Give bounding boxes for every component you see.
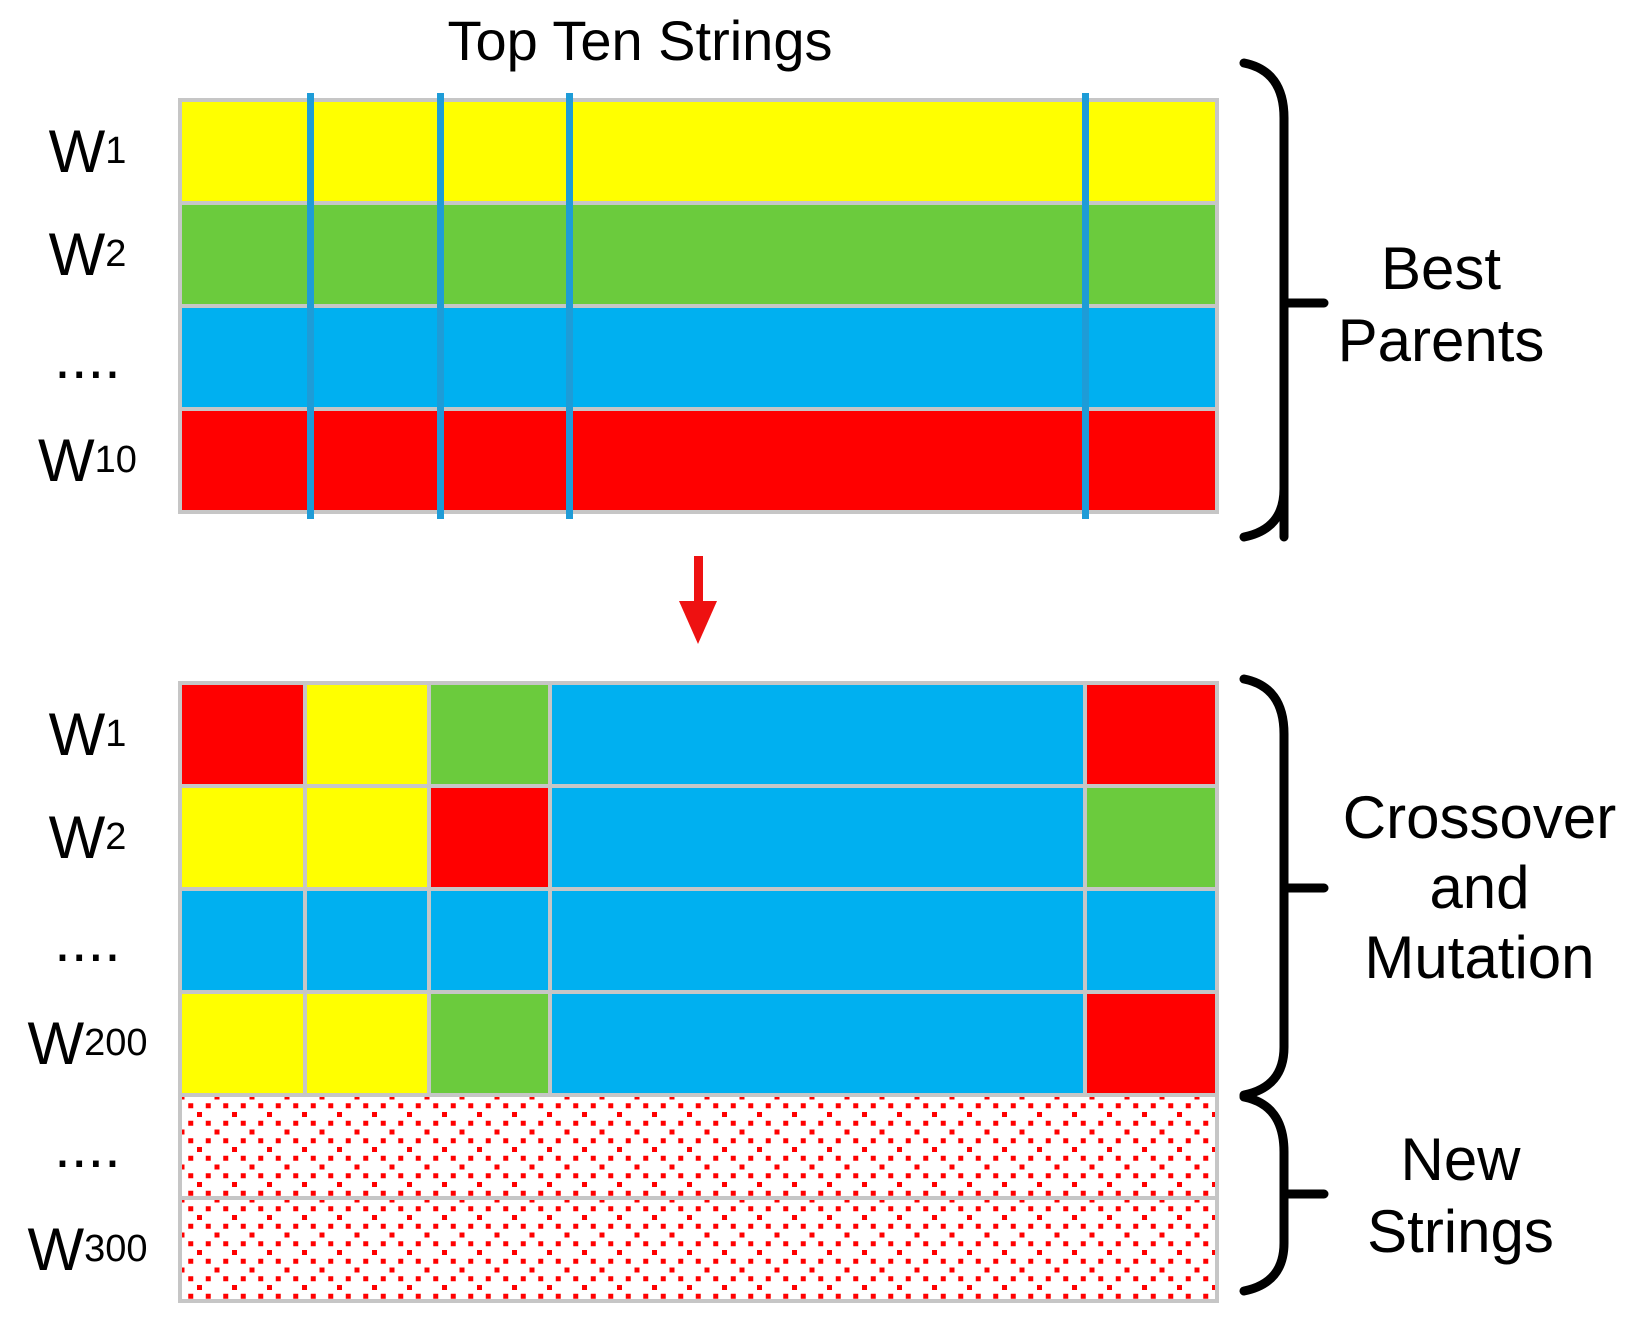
parent-row-w2 [182,205,1215,304]
gene-segment [552,891,1083,990]
new-strings-brace [1239,1092,1329,1296]
gene-segment [307,891,427,990]
parent-row-w10 [182,411,1215,510]
gene-segment [182,994,303,1093]
crossover-brace [1239,674,1329,1100]
best-parents-label: Best Parents [1337,235,1545,374]
gene-segment [431,685,548,784]
parent-row-w1 [182,102,1215,201]
gene-segment [1087,891,1215,990]
down-arrow-head [679,601,717,644]
hatch-fill [182,1097,1215,1196]
chromosome-strip [182,205,1215,304]
chromosome-strip [182,308,1215,407]
gene-segment [552,685,1083,784]
row-label-dots-bottom: .... [54,1112,121,1180]
best-parents-block [178,98,1219,514]
random-string-strip [182,1097,1215,1196]
crossover-line-2 [436,93,444,519]
chromosome-strip [182,411,1215,510]
crossover-line-1 [306,93,314,519]
child-row-w2 [182,788,1215,887]
child-row-w1 [182,685,1215,784]
new-string-row-dots [182,1097,1215,1196]
child-row-dots [182,891,1215,990]
best-parents-brace [1239,58,1329,542]
crossover-mutation-label: Crossover and Mutation [1342,784,1617,991]
gene-segment [552,994,1083,1093]
parent-row-dots [182,308,1215,407]
gene-segment [431,994,548,1093]
gene-segment [307,994,427,1093]
down-arrow-icon [694,556,703,603]
hatch-fill [182,1200,1215,1299]
gene-segment [307,685,427,784]
gene-segment [182,788,303,887]
row-label-dots-top: .... [54,323,121,391]
new-strings-label: New Strings [1367,1126,1554,1265]
figure-title: Top Ten Strings [447,9,833,72]
gene-segment [1087,994,1215,1093]
gene-segment [431,788,548,887]
gene-segment [1087,685,1215,784]
gene-segment [182,685,303,784]
gene-segment [1087,788,1215,887]
chromosome-strip [182,102,1215,201]
gene-segment [431,891,548,990]
new-generation-block [178,681,1219,1303]
gene-segment [307,788,427,887]
row-label-dots-mid: .... [54,906,121,974]
gene-segment [552,788,1083,887]
child-row-w200 [182,994,1215,1093]
gene-segment [182,891,303,990]
crossover-line-4 [1081,93,1089,519]
new-string-row-w300 [182,1200,1215,1299]
random-string-strip [182,1200,1215,1299]
crossover-line-3 [565,93,573,519]
